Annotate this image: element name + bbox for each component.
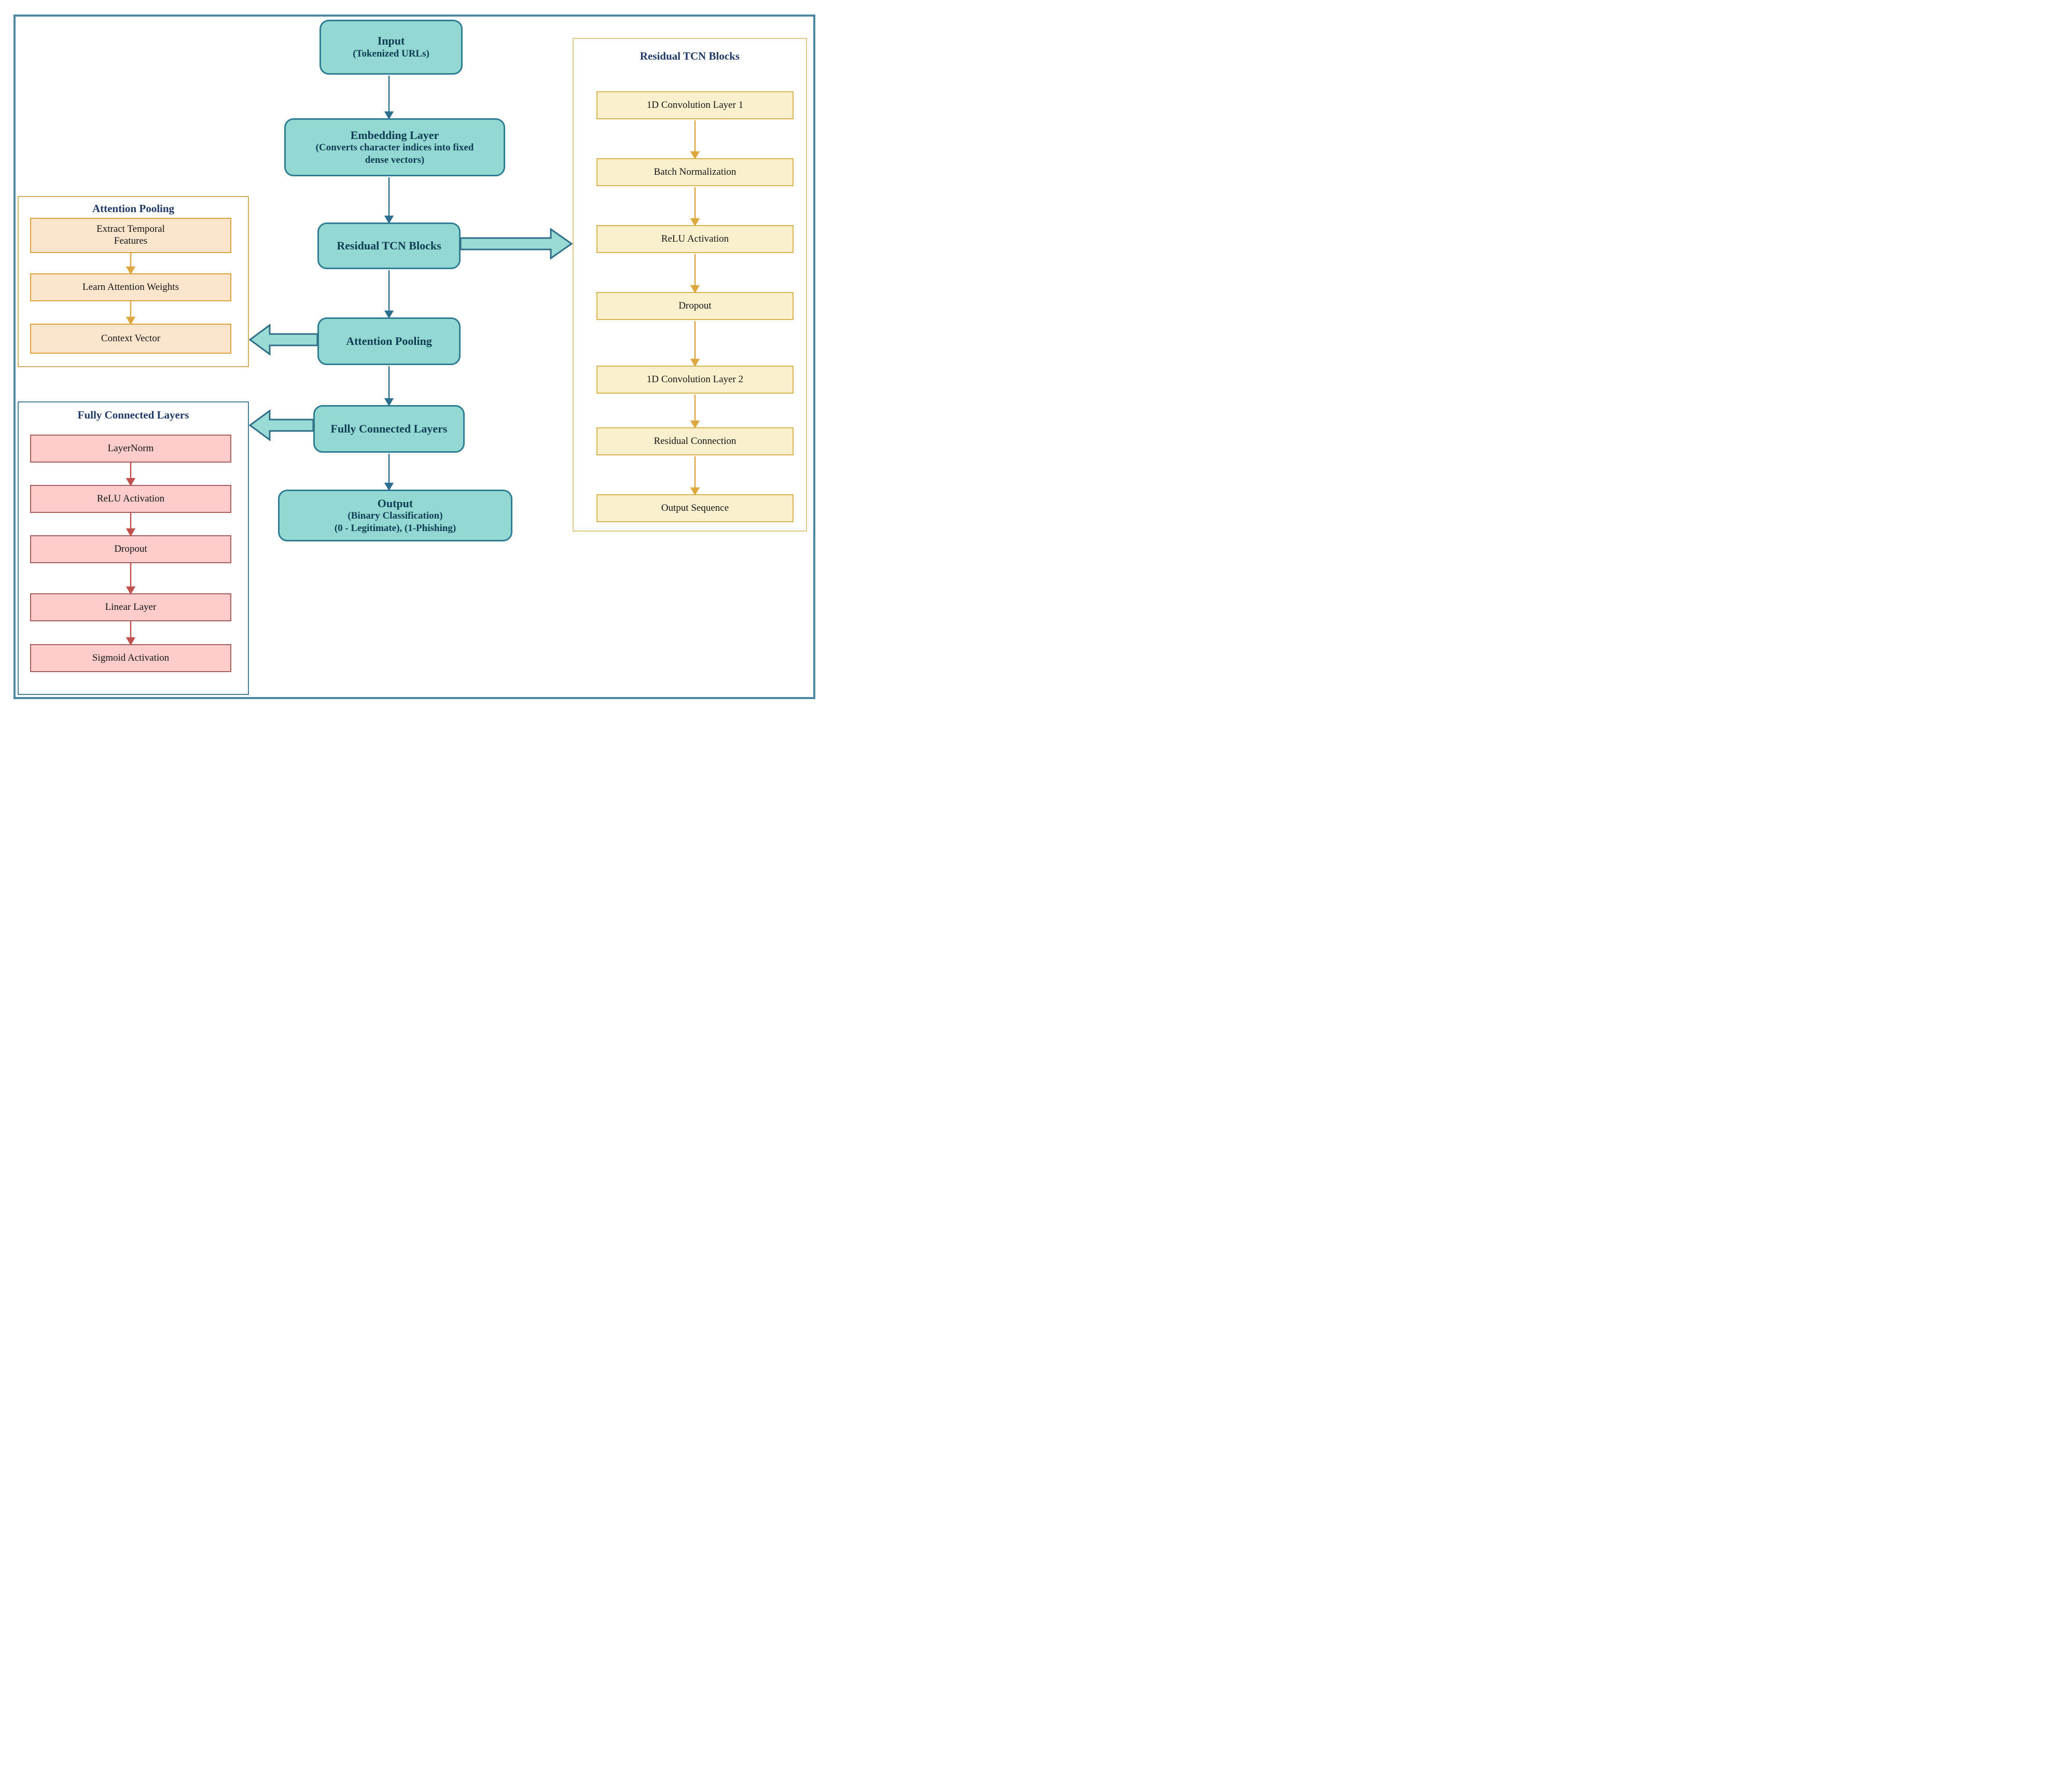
flow-node-output-subtitle: (Binary Classification) (0 - Legitimate)… [334,510,456,534]
flow-node-fully-connected-title: Fully Connected Layers [330,422,448,436]
flow-node-embedding: Embedding Layer (Converts character indi… [284,118,505,176]
diagram-outer-border [13,15,815,699]
attention-step-learn-attention-weights: Learn Attention Weights [30,273,231,301]
tcn-step-residual-connection: Residual Connection [596,427,794,455]
flow-node-residual-tcn: Residual TCN Blocks [317,222,461,269]
flow-node-residual-tcn-title: Residual TCN Blocks [337,239,441,253]
fully-connected-panel-title: Fully Connected Layers [77,409,189,421]
flow-node-input: Input (Tokenized URLs) [319,20,463,75]
architecture-diagram: Input (Tokenized URLs) Embedding Layer (… [0,0,829,713]
fc-step-dropout: Dropout [30,535,231,563]
tcn-step-dropout: Dropout [596,292,794,320]
flow-node-embedding-subtitle: (Converts character indices into fixed d… [315,142,474,165]
tcn-step-relu-activation: ReLU Activation [596,225,794,253]
attention-step-context-vector: Context Vector [30,324,231,354]
attention-pooling-panel-title: Attention Pooling [92,202,175,215]
attention-step-extract-temporal-features: Extract Temporal Features [30,218,231,253]
tcn-step-conv2: 1D Convolution Layer 2 [596,366,794,394]
fc-step-relu-activation: ReLU Activation [30,485,231,513]
flow-node-output: Output (Binary Classification) (0 - Legi… [278,490,512,541]
flow-node-input-title: Input [377,34,405,48]
fc-step-sigmoid-activation: Sigmoid Activation [30,644,231,672]
flow-node-attention-pooling: Attention Pooling [317,317,461,365]
fc-step-linear-layer: Linear Layer [30,593,231,621]
tcn-step-batch-normalization: Batch Normalization [596,158,794,186]
tcn-step-conv1: 1D Convolution Layer 1 [596,91,794,119]
tcn-step-output-sequence: Output Sequence [596,494,794,522]
flow-node-fully-connected: Fully Connected Layers [313,405,465,453]
flow-node-input-subtitle: (Tokenized URLs) [353,48,429,59]
residual-tcn-panel-title: Residual TCN Blocks [639,50,740,62]
fc-step-layernorm: LayerNorm [30,435,231,463]
flow-node-embedding-title: Embedding Layer [350,128,439,142]
flow-node-attention-pooling-title: Attention Pooling [346,335,432,348]
flow-node-output-title: Output [377,496,413,510]
